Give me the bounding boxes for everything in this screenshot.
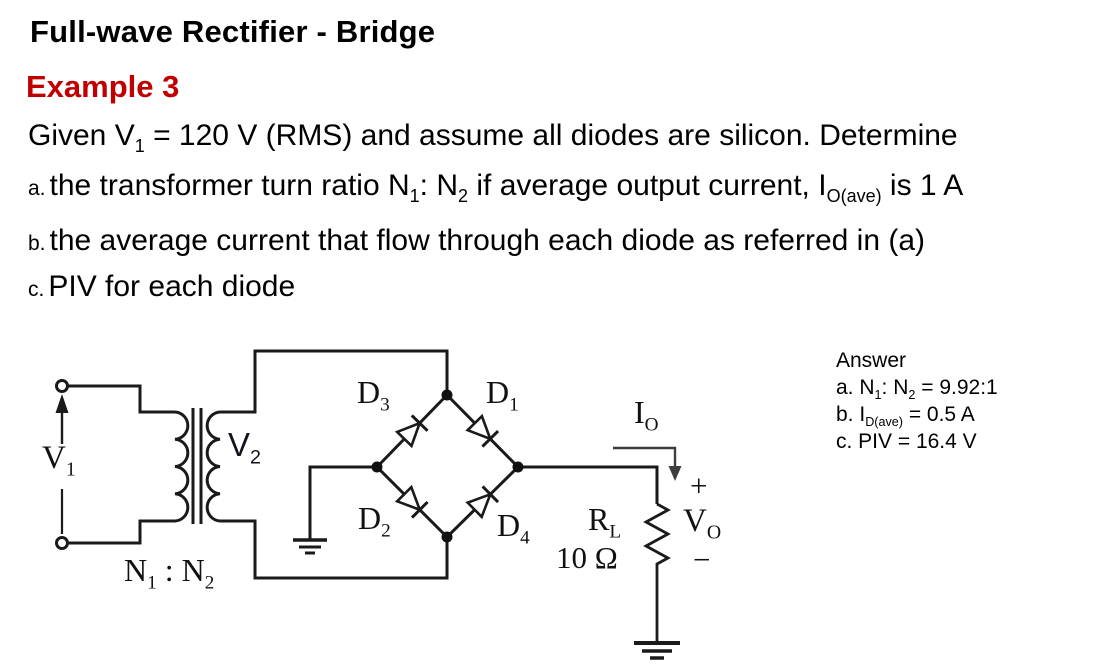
io-arrow-shaft [613,446,677,468]
item-a-marker: a. [28,177,46,200]
page-title: Full-wave Rectifier - Bridge [30,14,436,49]
problem-item-c: c.PIV for each diode [28,270,295,304]
output-wire [518,465,659,504]
junction-dot [441,389,453,401]
diode-d4-label: D4 [497,507,530,549]
output-voltage-label: VO [683,503,722,544]
secondary-bottom-wire [220,519,449,580]
secondary-voltage-label: V2 [228,426,262,469]
io-arrow-head-icon [668,466,682,481]
turns-ratio-label: N1 : N2 [124,552,215,594]
answer-line-b: b. ID(ave) = 0.5 A [836,403,975,430]
answer-title: Answer [836,349,907,372]
example-heading: Example 3 [26,69,180,104]
load-resistor-symbol [643,502,671,643]
item-c-marker: c. [28,278,45,301]
item-c-text: PIV for each diode [48,270,296,303]
diode-d4-symbol [465,485,500,520]
item-a-text: the transformer turn ratio N1: N2 if ave… [49,169,964,206]
source-terminal-top-icon [55,379,69,393]
source-arrow-head-icon [55,394,69,413]
load-resistance-value: 10 Ω [556,540,618,575]
source-voltage-label: V1 [42,440,76,481]
diode-d1-label: D1 [486,374,519,416]
diode-d1-symbol [465,413,500,448]
item-b-marker: b. [28,232,46,255]
secondary-winding [205,410,221,523]
answer-line-a: a. N1: N2 = 9.92:1 [836,376,998,403]
problem-item-a: a.the transformer turn ratio N1: N2 if a… [28,169,964,206]
item-b-text: the average current that flow through ea… [49,224,926,257]
primary-winding [68,384,190,545]
junction-dot [512,461,524,473]
problem-statement: Given V1 = 120 V (RMS) and assume all di… [28,119,958,156]
ground-left-wire [308,465,377,539]
problem-item-b: b.the average current that flow through … [28,224,925,258]
output-current-label: IO [634,394,659,436]
diode-d3-label: D3 [357,374,390,416]
junction-dot [371,461,383,473]
secondary-top-wire [220,349,449,414]
source-terminal-bottom-icon [55,536,69,550]
diode-d2-label: D2 [358,500,391,542]
polarity-plus-label: + [690,468,708,503]
polarity-minus-label: − [693,542,711,577]
load-resistor-label: RL [588,501,622,543]
diode-d3-symbol [394,414,429,449]
diode-d2-symbol [394,484,429,519]
answer-panel: Answer a. N1: N2 = 9.92:1 b. ID(ave) = 0… [836,347,998,455]
junction-dot [441,531,453,543]
answer-line-c: c. PIV = 16.4 V [836,430,977,453]
